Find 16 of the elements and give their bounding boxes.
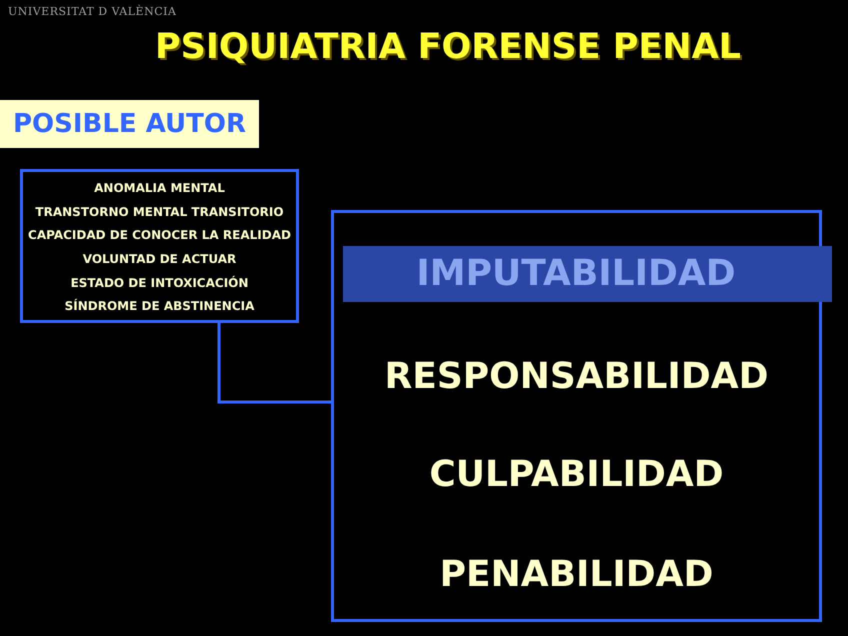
letterhead-text: UNIVERSITAT D VALÈNCIA [8, 6, 176, 18]
factor-text: ANOMALIA MENTAL [93, 180, 226, 197]
factor-text: ESTADO DE INTOXICACIÓN [70, 274, 250, 292]
factor-text: TRANSTORNO MENTAL TRANSITORIO [34, 204, 285, 221]
actor-label: POSIBLE AUTOR [12, 108, 248, 141]
concept-label: RESPONSABILIDAD [384, 356, 770, 398]
connector-line [218, 323, 331, 404]
label-box [0, 100, 259, 148]
factor-text: VOLUNTAD DE ACTUAR [82, 251, 238, 268]
factor-text: SÍNDROME DE ABSTINENCIA [64, 298, 256, 316]
factor-list-box [20, 169, 299, 323]
concept-label: CULPABILIDAD [428, 454, 725, 496]
concept-label: PENABILIDAD [438, 554, 714, 596]
title: PSIQUIATRIA FORENSE PENAL [154, 28, 742, 66]
factor-text: CAPACIDAD DE CONOCER LA REALIDAD [27, 227, 292, 244]
concept-label: IMPUTABILIDAD [415, 252, 737, 296]
